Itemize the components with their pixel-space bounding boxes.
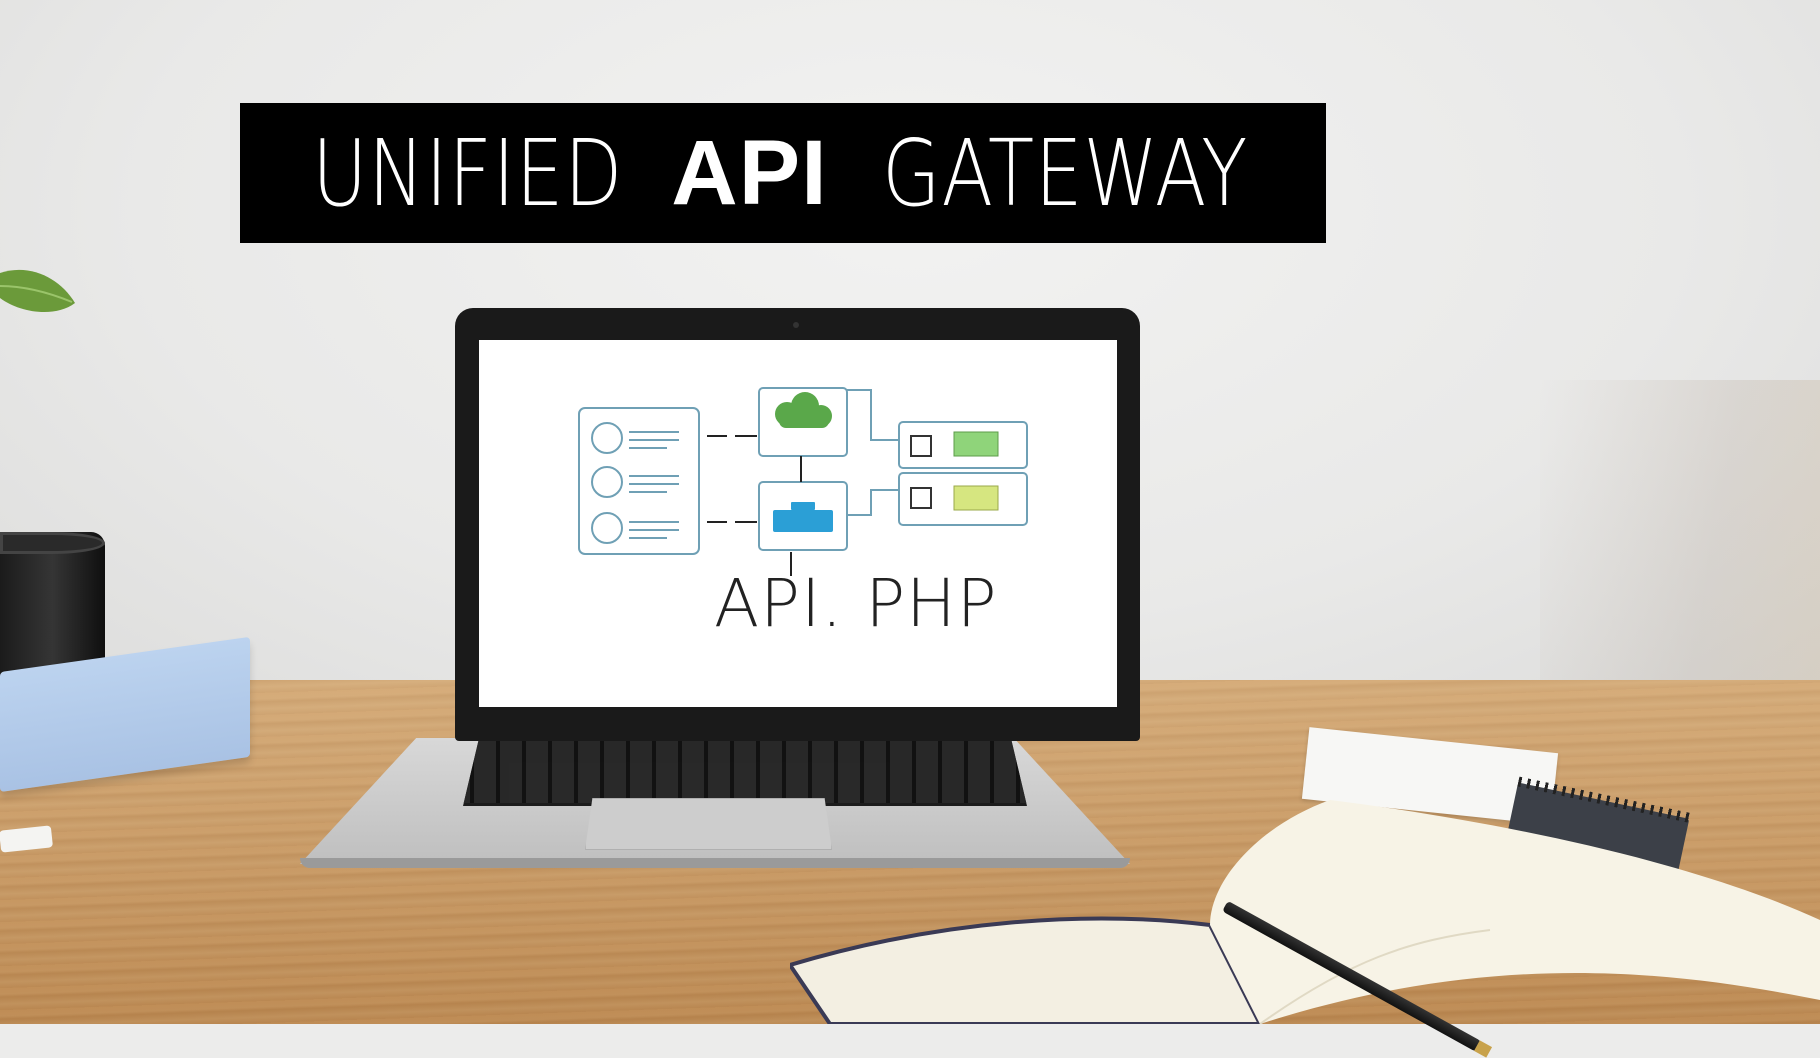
vertical-connector [790, 456, 802, 576]
box-green [953, 431, 999, 457]
api-gateway-diagram [578, 387, 1028, 576]
cloud-icon [775, 392, 832, 428]
client-list-panel [578, 407, 700, 555]
laptop-base-edge [300, 858, 1130, 868]
service-box-1 [898, 421, 1028, 469]
laptop-keyboard [463, 730, 1027, 806]
client-icon-3 [591, 512, 623, 544]
client-icon-1 [591, 422, 623, 454]
service-box-2 [898, 472, 1028, 526]
box-yellow [953, 485, 999, 511]
server-icon [773, 502, 833, 532]
banner-word-api: API [671, 121, 828, 224]
laptop-trackpad [585, 798, 832, 850]
webcam [793, 322, 799, 328]
title-banner: UNIFIED API GATEWAY [240, 103, 1326, 243]
service-checkbox-1 [910, 435, 932, 457]
connector-lines [847, 389, 899, 516]
screen-title: API. PHP [714, 565, 998, 642]
banner-word-gateway: GATEWAY [881, 119, 1248, 227]
laptop-lid: API. PHP [455, 308, 1140, 741]
gateway-cloud-box [758, 387, 848, 457]
open-book [790, 800, 1820, 1024]
service-checkbox-2 [910, 487, 932, 509]
plant-leaf [0, 269, 75, 313]
laptop-screen: API. PHP [479, 340, 1117, 707]
wall-shadow [1540, 380, 1820, 710]
client-icon-2 [591, 466, 623, 498]
banner-word-unified: UNIFIED [312, 119, 624, 227]
